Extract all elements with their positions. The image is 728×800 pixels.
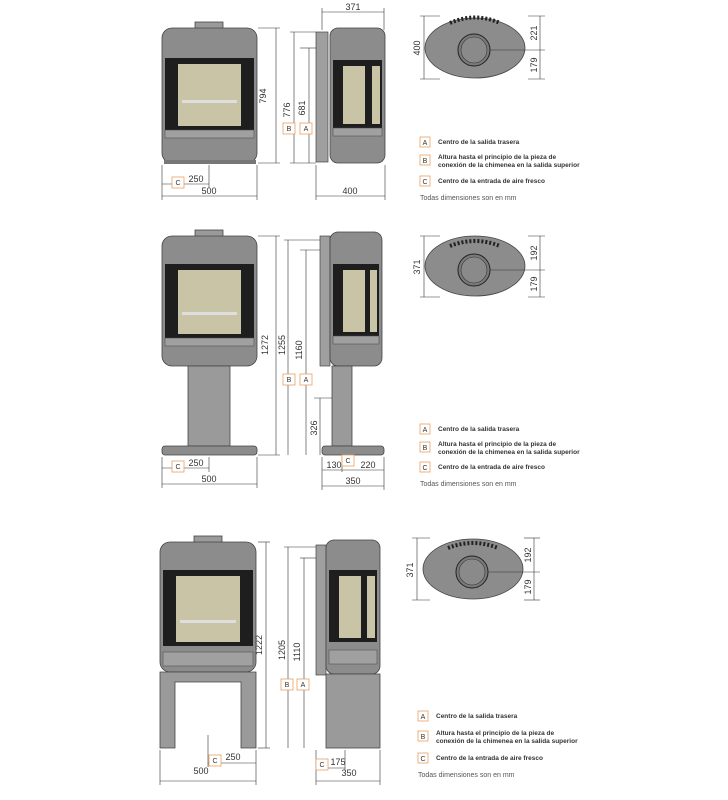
model-3-side-marker-b-label: B xyxy=(285,682,290,689)
model-2-legend-b1: Altura hasta el principio de la pieza de xyxy=(438,441,556,448)
model-3-front-height: 1222 xyxy=(254,635,264,655)
model-2-side-b-height: 1255 xyxy=(277,335,287,355)
model-2-side-c-left: 130 xyxy=(326,460,341,470)
model-2-side-marker-c-label: C xyxy=(345,458,350,465)
model-1-front-height: 794 xyxy=(258,88,268,103)
model-2-front-marker-c-label: C xyxy=(175,464,180,471)
model-1-front-view xyxy=(161,21,258,164)
model-3-side-marker-b xyxy=(280,678,294,691)
model-2-front-marker-c xyxy=(171,460,185,473)
model-1-front-c-offset: 250 xyxy=(188,174,203,184)
model-3-legend-a-marker: A xyxy=(421,714,426,721)
model-1-front-marker-c-label: C xyxy=(175,180,180,187)
model-1-side-marker-a xyxy=(299,122,313,135)
model-2-top-back: 179 xyxy=(529,276,539,291)
model-3-legend-note: Todas dimensiones son en mm xyxy=(418,772,515,779)
model-3-top-view xyxy=(422,538,524,600)
model-1-top-view xyxy=(424,15,526,79)
model-2: 1272 500 C 250 1255 1160 B A 32 xyxy=(161,229,580,490)
model-2-side-marker-c xyxy=(341,454,355,467)
model-3-side-c-offset: 175 xyxy=(330,757,345,767)
model-1-top-back: 179 xyxy=(529,57,539,72)
model-1-legend-a-marker: A xyxy=(423,140,428,147)
model-3-top-front: 192 xyxy=(523,547,533,562)
model-3-front-width: 500 xyxy=(193,766,208,776)
model-2-legend-b2: conexión de la chimenea en la salida sup… xyxy=(438,449,580,456)
model-3-legend-c-marker: C xyxy=(420,756,425,763)
model-1-top-front: 221 xyxy=(529,25,539,40)
model-3-top-depth: 371 xyxy=(405,562,415,577)
model-3-legend-c: Centro de la entrada de aire fresco xyxy=(436,755,543,762)
model-2-side-c-height: 326 xyxy=(309,420,319,435)
model-1-legend-c: Centro de la entrada de aire fresco xyxy=(438,178,545,185)
model-1-top-depth: 400 xyxy=(412,40,422,55)
model-3-top-back: 179 xyxy=(523,579,533,594)
model-2-legend-b-marker: B xyxy=(423,445,428,452)
model-2-front-width: 500 xyxy=(201,474,216,484)
model-3-side-marker-a-label: A xyxy=(301,682,306,689)
model-1-legend-c-marker: C xyxy=(422,179,427,186)
model-1-side-marker-a-label: A xyxy=(304,126,309,133)
model-1-side-a-height: 681 xyxy=(297,100,307,115)
model-2-side-c-right: 220 xyxy=(360,460,375,470)
model-2-side-marker-b-label: B xyxy=(287,377,292,384)
model-3-side-marker-c-label: C xyxy=(319,762,324,769)
model-3-legend-b-marker: B xyxy=(421,734,426,741)
model-2-side-depth: 350 xyxy=(345,476,360,486)
model-2-side-a-height: 1160 xyxy=(294,340,304,359)
model-2-side-marker-b xyxy=(282,373,296,386)
model-2-front-c-offset: 250 xyxy=(188,458,203,468)
model-3: 1222 500 C 250 1205 1110 B A xyxy=(159,535,578,785)
model-2-front-height: 1272 xyxy=(260,335,270,355)
model-2-top-front: 192 xyxy=(529,245,539,260)
model-1-legend: A Centro de la salida trasera B Altura h… xyxy=(419,136,580,202)
model-2-front-view xyxy=(161,229,258,456)
model-1-side-top-width: 371 xyxy=(345,2,360,12)
model-1-side-depth: 400 xyxy=(342,186,357,196)
model-1-legend-note: Todas dimensiones son en mm xyxy=(420,195,517,202)
model-2-legend: A Centro de la salida trasera Altura has… xyxy=(419,423,580,488)
model-3-legend-b2: conexión de la chimenea en la salida sup… xyxy=(436,738,578,745)
model-2-side-marker-a xyxy=(299,373,313,386)
model-1-legend-b-marker: B xyxy=(423,158,428,165)
model-2-legend-a: Centro de la salida trasera xyxy=(438,426,520,433)
model-3-side-b-height: 1205 xyxy=(277,640,287,660)
model-3-front-view xyxy=(159,535,257,749)
model-3-side-marker-a xyxy=(296,678,310,691)
model-2-legend-c: Centro de la entrada de aire fresco xyxy=(438,464,545,471)
model-3-front-marker-c-label: C xyxy=(212,758,217,765)
model-2-side-view xyxy=(319,231,385,456)
model-3-legend: A Centro de la salida trasera B Altura h… xyxy=(417,710,578,779)
model-3-side-a-height: 1110 xyxy=(292,643,302,662)
model-3-side-marker-c xyxy=(315,758,329,771)
model-2-legend-c-marker: C xyxy=(422,465,427,472)
model-3-front-c-offset: 250 xyxy=(225,752,240,762)
model-1-front-width: 500 xyxy=(201,186,216,196)
model-1-side-marker-b xyxy=(282,122,296,135)
model-3-front-marker-c xyxy=(208,754,222,767)
model-2-legend-a-marker: A xyxy=(423,427,428,434)
model-1-legend-b1: Altura hasta el principio de la pieza de xyxy=(438,154,556,161)
model-1-legend-a: Centro de la salida trasera xyxy=(438,139,520,146)
model-1-side-b-height: 776 xyxy=(282,102,292,117)
model-1-side-view xyxy=(315,27,386,164)
model-3-side-view xyxy=(315,539,381,749)
model-3-legend-a: Centro de la salida trasera xyxy=(436,713,518,720)
model-2-side-marker-a-label: A xyxy=(304,377,309,384)
model-1: 794 500 C 250 371 776 681 B A xyxy=(161,2,580,202)
model-2-top-depth: 371 xyxy=(412,259,422,274)
model-2-top-view xyxy=(424,235,526,297)
model-1-side-marker-b-label: B xyxy=(287,126,292,133)
model-1-legend-b2: conexión de la chimenea en la salida sup… xyxy=(438,162,580,169)
model-2-legend-note: Todas dimensiones son en mm xyxy=(420,481,517,488)
model-3-side-depth: 350 xyxy=(341,768,356,778)
model-3-legend-b1: Altura hasta el principio de la pieza de xyxy=(436,730,554,737)
model-1-front-marker-c xyxy=(171,176,185,189)
